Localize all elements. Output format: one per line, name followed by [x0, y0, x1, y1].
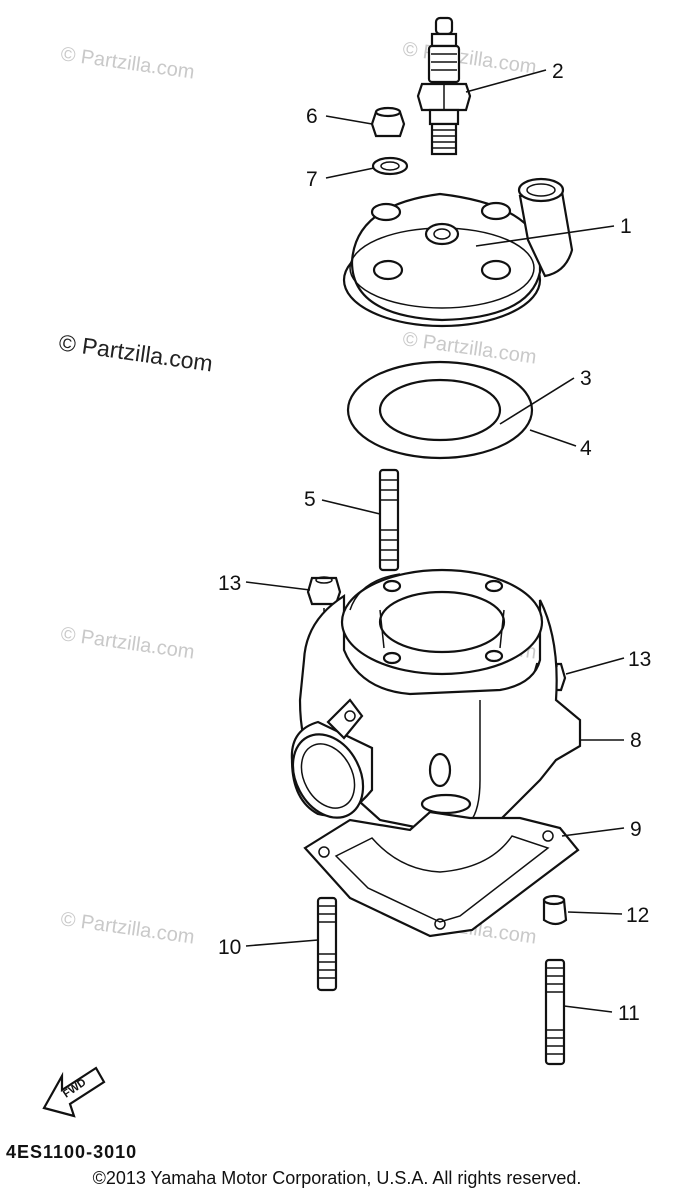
head-gasket [346, 360, 534, 460]
cylinder-head [342, 177, 574, 328]
copyright-notice: ©2013 Yamaha Motor Corporation, U.S.A. A… [92, 1168, 582, 1188]
cap-nut [370, 106, 406, 138]
callout-11: 11 [618, 1002, 640, 1025]
leader-line [567, 911, 623, 915]
fwd-arrow: FWD [42, 1066, 106, 1118]
callout-5: 5 [304, 488, 316, 511]
leader-line [325, 115, 373, 125]
callout-10: 10 [218, 936, 241, 959]
leader-line [325, 167, 375, 179]
diagram-reference-code: 4ES1100-3010 [6, 1142, 138, 1162]
watermark: © Partzilla.com [59, 908, 196, 949]
watermark: © Partzilla.com [59, 623, 196, 664]
callout-7: 7 [306, 168, 318, 191]
washer [371, 156, 409, 176]
base-gasket [303, 810, 580, 938]
watermark: © Partzilla.com [59, 43, 196, 84]
leader-line [499, 377, 575, 425]
callout-2: 2 [552, 60, 564, 83]
watermark: © Partzilla.com [401, 38, 538, 79]
callout-4: 4 [580, 437, 592, 460]
leader-line [529, 429, 577, 447]
callout-1: 1 [620, 215, 632, 238]
leader-line [245, 581, 311, 591]
spark-plug [416, 16, 472, 156]
callout-6: 6 [306, 105, 318, 128]
stud-bolt [378, 468, 400, 572]
leader-line [563, 1005, 613, 1013]
callout-12: 12 [626, 904, 649, 927]
callout-13: 13 [218, 572, 241, 595]
callout-13: 13 [628, 648, 651, 671]
leader-line [245, 939, 319, 947]
leader-line [465, 69, 547, 93]
leader-line [475, 225, 615, 247]
callout-3: 3 [580, 367, 592, 390]
stud-bolt-long [544, 958, 566, 1066]
leader-line [565, 657, 625, 675]
leader-line [321, 499, 381, 515]
dowel-pin [542, 894, 568, 926]
stud-bolt-short [316, 896, 338, 992]
watermark-main: © Partzilla.com [57, 329, 214, 376]
callout-9: 9 [630, 818, 642, 841]
leader-line [561, 827, 625, 837]
cylinder [290, 568, 582, 832]
callout-8: 8 [630, 729, 642, 752]
